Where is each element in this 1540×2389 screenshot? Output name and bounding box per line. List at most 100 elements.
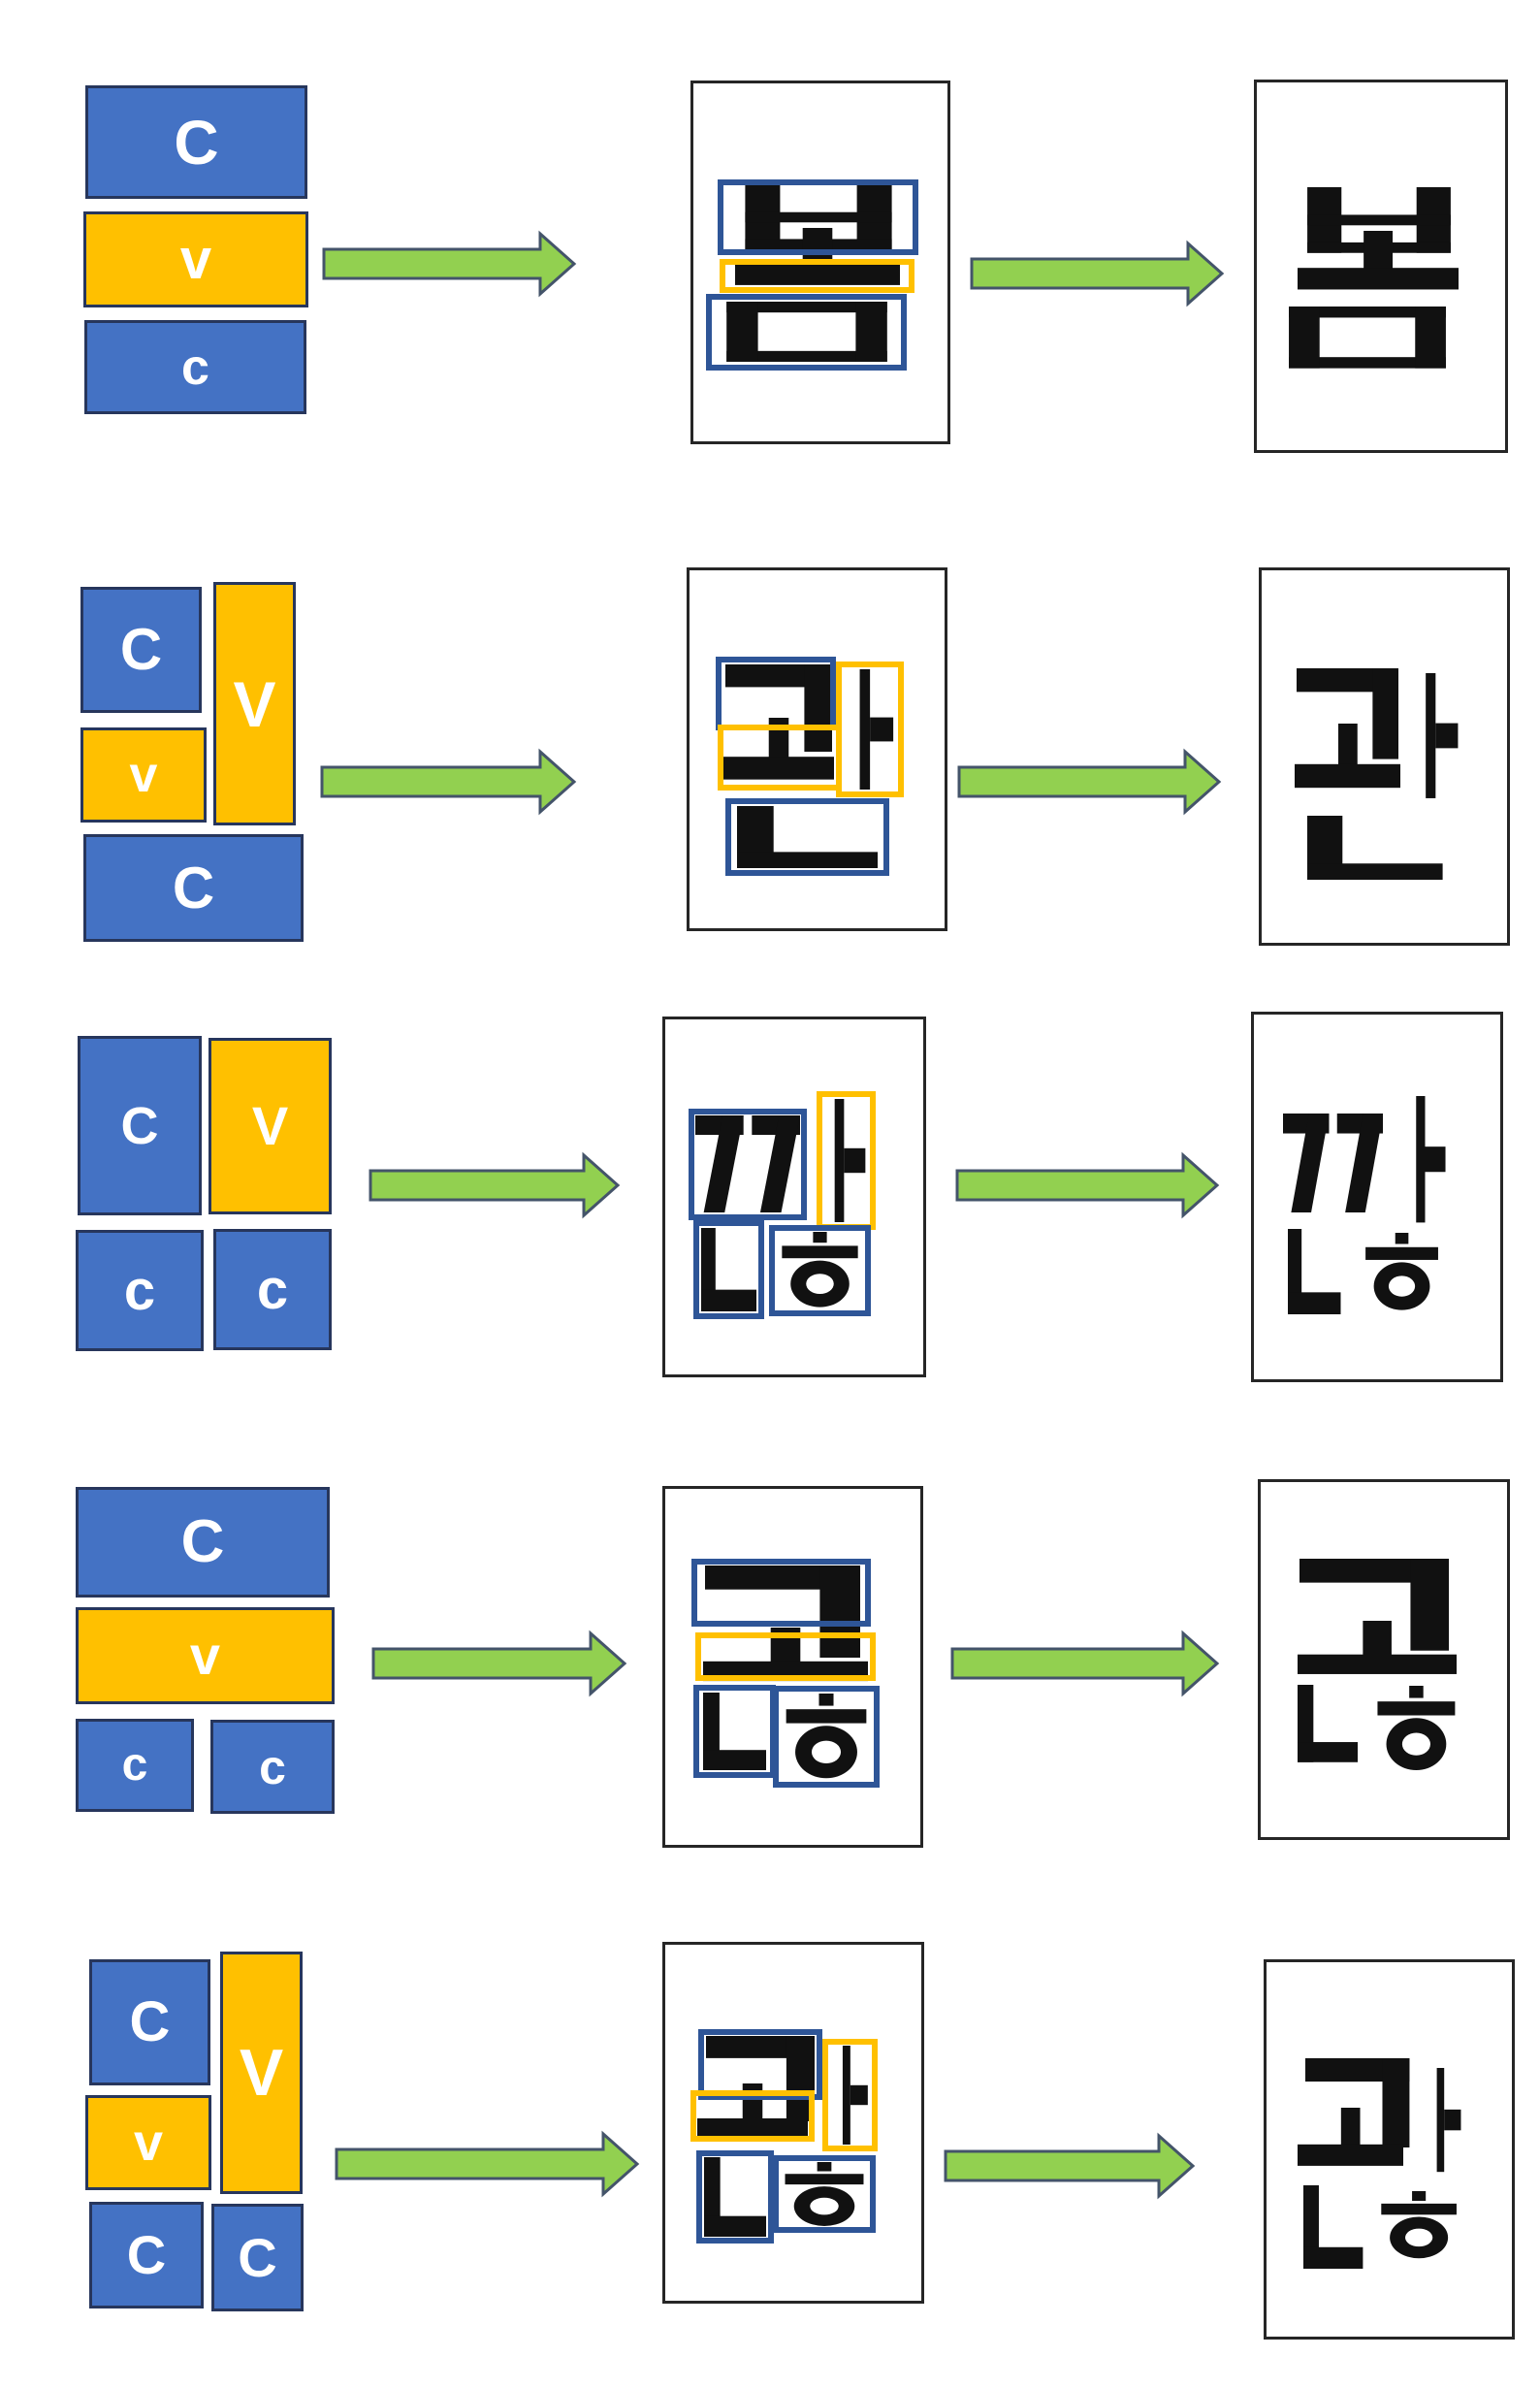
syllable-panel — [1264, 1959, 1515, 2340]
consonant-block: c — [76, 1230, 204, 1351]
jamo-glyph-o — [1297, 231, 1460, 290]
consonant-block: C — [76, 1487, 330, 1598]
block-label: v — [133, 2114, 164, 2172]
block-label: c — [256, 1257, 289, 1321]
consonant-block: c — [210, 1720, 335, 1814]
jamo-glyph-giyeok — [1296, 668, 1399, 759]
right-arrow-icon — [320, 748, 577, 816]
block-label: v — [129, 747, 158, 803]
composition-panel — [662, 1942, 924, 2304]
jamo-glyph-a — [1425, 673, 1459, 799]
consonant-jamo-box — [706, 294, 907, 371]
consonant-jamo-box — [716, 657, 836, 730]
jamo-glyph-nieun — [704, 2157, 766, 2237]
jamo-glyph-mieum — [1289, 307, 1447, 369]
right-arrow-icon — [335, 2130, 640, 2198]
jamo-glyph-o — [1297, 2108, 1403, 2167]
consonant-jamo-box — [769, 1225, 871, 1316]
jamo-glyph-hieut — [1381, 2190, 1458, 2258]
block-label: C — [180, 1508, 225, 1575]
vowel-jamo-box — [718, 725, 842, 791]
jamo-glyph-a — [1415, 1096, 1446, 1223]
vowel-jamo-box — [817, 1091, 876, 1230]
block-label: c — [259, 1739, 286, 1794]
jamo-glyph-hieut — [785, 2162, 864, 2226]
right-arrow-icon — [371, 1630, 627, 1697]
vowel-jamo-box — [836, 662, 904, 797]
right-arrow-icon — [322, 230, 577, 298]
block-label: v — [179, 227, 212, 291]
consonant-block: C — [89, 2202, 204, 2308]
consonant-block: C — [83, 834, 304, 942]
jamo-glyph-ssanggiyeok — [1282, 1113, 1383, 1213]
block-label: c — [121, 1739, 148, 1791]
block-label: C — [174, 107, 219, 178]
consonant-block: c — [76, 1719, 194, 1812]
jamo-glyph-hieut — [1377, 1686, 1456, 1771]
right-arrow-icon — [955, 1151, 1220, 1219]
block-label: v — [189, 1625, 221, 1686]
jamo-glyph-nieun — [703, 1693, 766, 1770]
jamo-glyph-nieun — [1303, 2185, 1364, 2270]
consonant-jamo-box — [718, 179, 918, 255]
block-label: C — [126, 2224, 167, 2285]
vowel-block: V — [213, 582, 296, 825]
block-label: C — [120, 1096, 159, 1155]
right-arrow-icon — [944, 2132, 1196, 2200]
syllable-panel — [1251, 1012, 1503, 1382]
jamo-glyph-nieun — [1297, 1685, 1359, 1763]
jamo-glyph-o — [1297, 1620, 1457, 1674]
vowel-block: v — [83, 211, 308, 307]
block-label: C — [238, 2226, 277, 2288]
block-label: C — [129, 1990, 171, 2053]
consonant-block: c — [84, 320, 306, 414]
vowel-block: V — [220, 1952, 303, 2194]
jamo-glyph-hieut — [1364, 1232, 1438, 1310]
consonant-jamo-box — [691, 1559, 871, 1627]
block-label: V — [251, 1095, 289, 1156]
jamo-glyph-a — [834, 1099, 866, 1222]
right-arrow-icon — [970, 240, 1225, 307]
vowel-block: v — [76, 1607, 335, 1704]
block-label: V — [239, 2036, 284, 2110]
composition-panel — [662, 1017, 926, 1377]
right-arrow-icon — [950, 1630, 1220, 1697]
vowel-jamo-box — [822, 2039, 878, 2151]
consonant-jamo-box — [693, 1685, 776, 1778]
syllable-panel — [1259, 567, 1510, 946]
jamo-glyph-hieut — [786, 1694, 867, 1779]
vowel-block: v — [85, 2095, 211, 2190]
consonant-block: C — [211, 2204, 304, 2311]
vowel-jamo-box — [720, 259, 914, 293]
vowel-jamo-box — [695, 1632, 876, 1681]
consonant-jamo-box — [689, 1109, 807, 1220]
jamo-glyph-mieum — [726, 302, 887, 362]
consonant-block: C — [78, 1036, 202, 1215]
composition-panel — [690, 81, 950, 444]
vowel-jamo-box — [690, 2090, 815, 2142]
jamo-glyph-o — [1294, 724, 1401, 789]
consonant-jamo-box — [773, 2155, 876, 2233]
jamo-glyph-a — [1436, 2068, 1461, 2173]
syllable-panel — [1254, 80, 1508, 453]
jamo-glyph-hieut — [782, 1232, 858, 1307]
jamo-glyph-giyeok — [705, 1566, 860, 1658]
consonant-jamo-box — [696, 2150, 774, 2244]
vowel-block: V — [209, 1038, 332, 1214]
block-label: C — [119, 617, 163, 682]
jamo-glyph-nieun — [737, 806, 878, 868]
jamo-glyph-giyeok — [1305, 2057, 1410, 2148]
vowel-block: v — [80, 727, 207, 823]
block-label: V — [233, 667, 276, 740]
jamo-glyph-nieun — [1307, 815, 1443, 881]
consonant-jamo-box — [693, 1220, 764, 1319]
jamo-glyph-a — [842, 2046, 868, 2145]
consonant-jamo-box — [773, 1686, 880, 1788]
jamo-glyph-ssanggiyeok — [695, 1115, 800, 1212]
block-label: C — [172, 855, 215, 920]
jamo-glyph-a — [859, 669, 894, 790]
jamo-glyph-giyeok — [1299, 1558, 1450, 1651]
consonant-jamo-box — [725, 798, 889, 876]
block-label: c — [123, 1258, 156, 1322]
